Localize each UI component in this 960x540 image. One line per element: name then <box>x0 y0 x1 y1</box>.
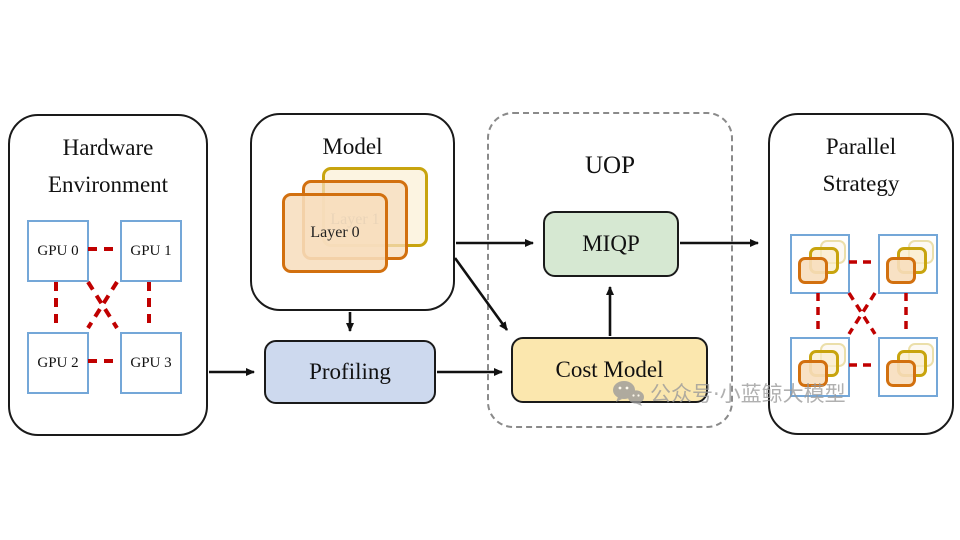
hardware-environment-box: Hardware Environment GPU 0 GPU 1 GPU 2 G… <box>8 114 208 436</box>
strategy-gpu-0-box <box>790 234 850 294</box>
profiling-box: Profiling <box>264 340 436 404</box>
strategy-gpu-1-box <box>878 234 938 294</box>
parallel-strategy-box: Parallel Strategy <box>768 113 954 435</box>
gpu-0-box: GPU 0 <box>27 220 89 282</box>
parallel-title-line1: Parallel <box>825 134 897 159</box>
cost-model-box: Cost Model <box>511 337 708 403</box>
watermark-text: 公众号·小蓝鲸大模型 <box>650 382 846 406</box>
gpu-3-label: GPU 3 <box>130 354 172 371</box>
layer-0-rect: Layer 0 <box>282 193 388 273</box>
strategy-gpu-2-box <box>790 337 850 397</box>
mini-layer-front <box>798 257 828 284</box>
model-title: Model <box>322 134 383 159</box>
profiling-label: Profiling <box>309 359 391 384</box>
miqp-box: MIQP <box>543 211 679 277</box>
hardware-title-line2: Environment <box>47 171 169 197</box>
hardware-title-line1: Hardware <box>62 135 154 160</box>
cost-model-label: Cost Model <box>555 357 664 382</box>
mini-layer-front <box>886 257 916 284</box>
gpu-0-label: GPU 0 <box>37 242 79 259</box>
parallel-title-line2: Strategy <box>822 170 900 196</box>
gpu-2-box: GPU 2 <box>27 332 89 394</box>
wechat-icon <box>613 380 644 406</box>
strategy-gpu-3-box <box>878 337 938 397</box>
parallel-strategy-title: Parallel Strategy <box>770 115 952 203</box>
model-layer-stack: Layer 1 Layer 0 <box>282 167 432 301</box>
hardware-environment-title: Hardware Environment <box>10 116 206 204</box>
gpu-3-box: GPU 3 <box>120 332 182 394</box>
watermark: 公众号·小蓝鲸大模型 <box>612 378 846 408</box>
gpu-2-label: GPU 2 <box>37 354 79 371</box>
model-box: Model Layer 1 Layer 0 <box>250 113 455 311</box>
gpu-1-label: GPU 1 <box>130 242 172 259</box>
miqp-label: MIQP <box>582 231 640 256</box>
gpu-1-box: GPU 1 <box>120 220 182 282</box>
mini-layer-front <box>886 360 916 387</box>
uop-title: UOP <box>584 152 635 179</box>
mini-layer-front <box>798 360 828 387</box>
layer-0-label: Layer 0 <box>310 224 360 241</box>
